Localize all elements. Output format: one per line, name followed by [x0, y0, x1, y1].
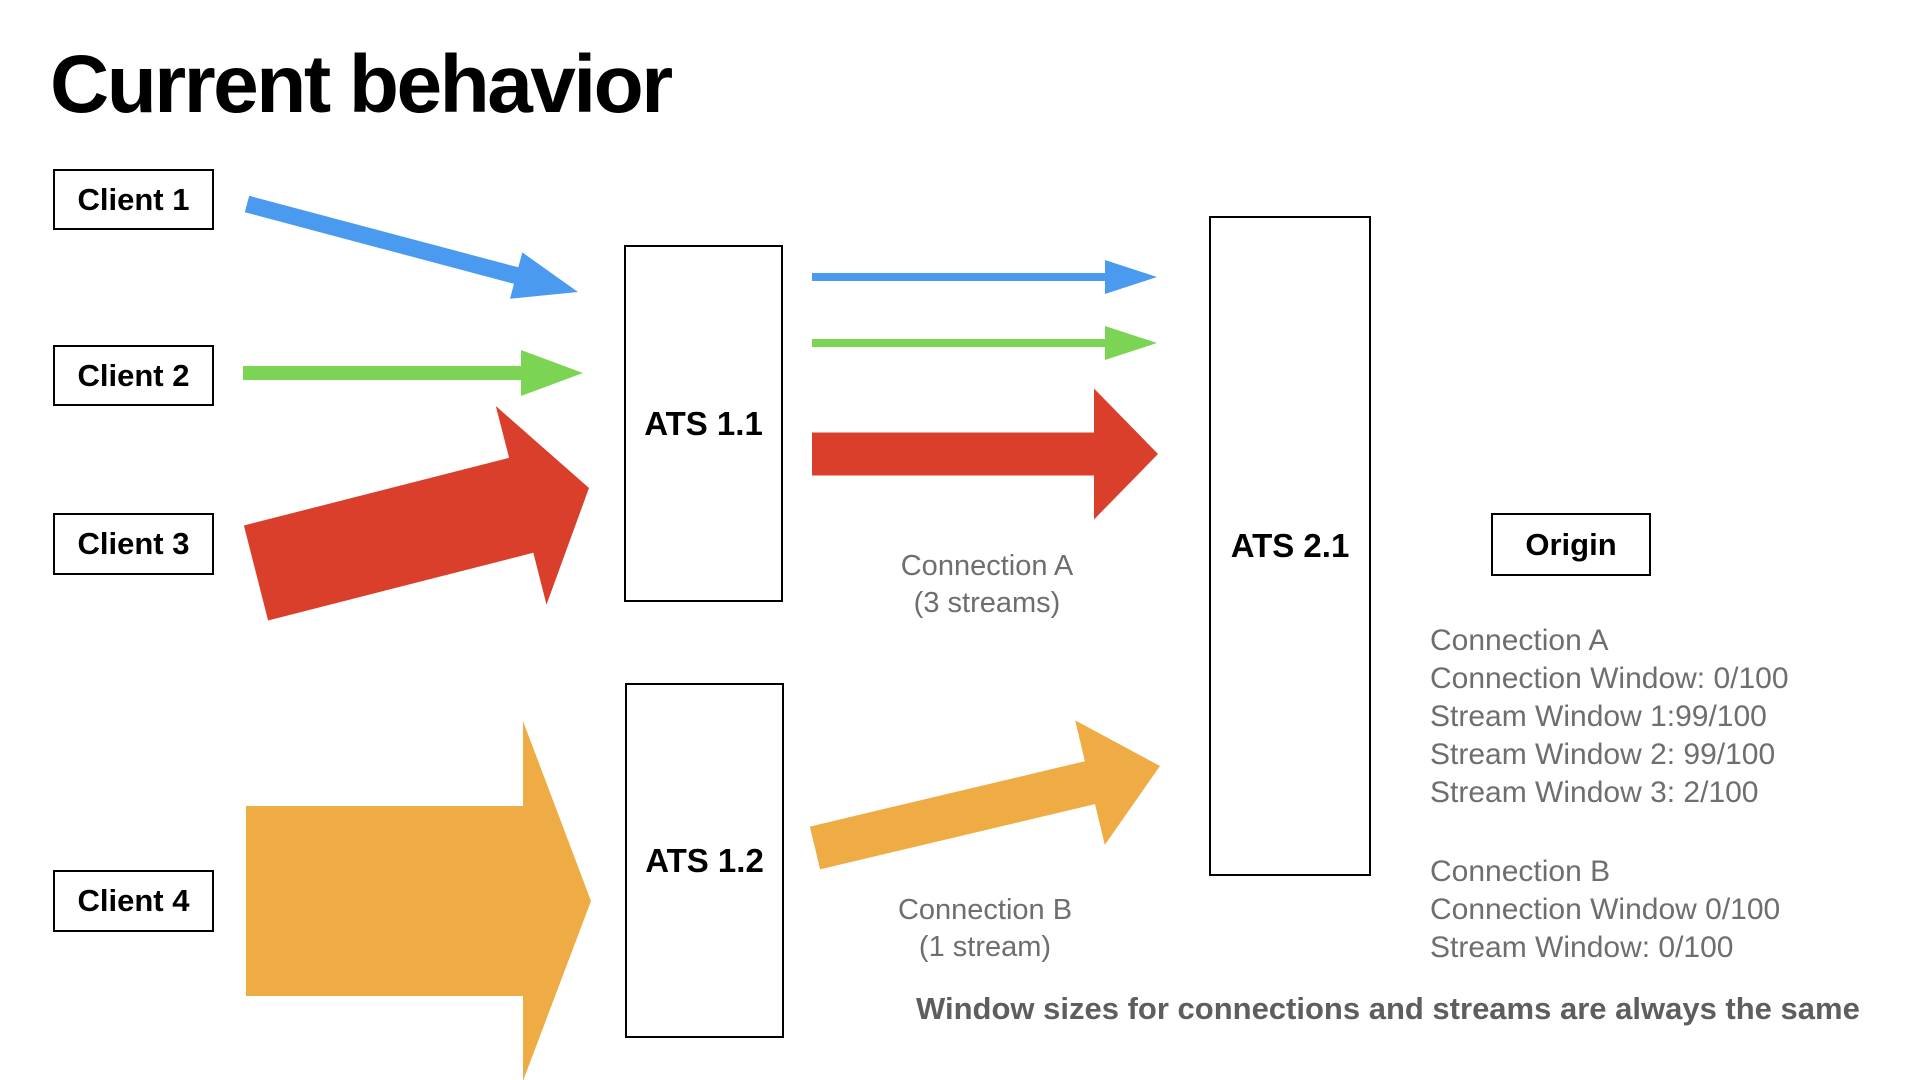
- node-ats-1-2: ATS 1.2: [625, 683, 784, 1038]
- connection-b-label-line2: (1 stream): [918, 931, 1052, 963]
- details-line: Stream Window: 0/100: [1430, 931, 1734, 964]
- node-client3: Client 3: [53, 513, 214, 575]
- node-client1-label: Client 1: [77, 181, 190, 217]
- details-line: Connection B: [1430, 855, 1611, 888]
- node-client2: Client 2: [53, 345, 214, 406]
- node-ats-2-1: ATS 2.1: [1209, 216, 1371, 876]
- connection-b-details: Connection B Connection Window 0/100 Str…: [1430, 853, 1780, 967]
- client2-to-ats11-arrow: [243, 350, 583, 396]
- node-client4-label: Client 4: [77, 883, 190, 918]
- node-ats-1-2-label: ATS 1.2: [645, 841, 764, 879]
- footer-note: Window sizes for connections and streams…: [916, 991, 1860, 1026]
- client1-to-ats11-arrow: [244, 195, 579, 299]
- details-line: Stream Window 3: 2/100: [1430, 776, 1759, 809]
- node-origin: Origin: [1491, 513, 1651, 576]
- ats11-to-ats21-stream2-arrow: [812, 326, 1157, 360]
- connection-a-label-line1: Connection A: [900, 550, 1074, 582]
- ats11-to-ats21-stream1-arrow: [812, 260, 1157, 294]
- details-line: Stream Window 2: 99/100: [1430, 738, 1776, 771]
- node-client2-label: Client 2: [77, 357, 190, 393]
- node-ats-1-1-label: ATS 1.1: [644, 404, 763, 442]
- node-client3-label: Client 3: [77, 526, 190, 561]
- node-ats-1-1: ATS 1.1: [624, 245, 783, 602]
- node-client1: Client 1: [53, 169, 214, 230]
- node-client4: Client 4: [53, 870, 214, 932]
- details-line: Connection Window: 0/100: [1430, 662, 1789, 695]
- ats11-to-ats21-connection-a-arrow: [812, 388, 1158, 520]
- connection-a-details: Connection A Connection Window: 0/100 St…: [1430, 622, 1789, 812]
- client3-to-ats11-arrow: [243, 406, 589, 621]
- details-line: Connection A: [1430, 624, 1609, 657]
- node-ats-2-1-label: ATS 2.1: [1230, 527, 1350, 564]
- details-line: Connection Window 0/100: [1430, 893, 1781, 926]
- details-line: Stream Window 1:99/100: [1430, 700, 1767, 733]
- connection-a-label-line2: (3 streams): [913, 587, 1061, 619]
- page-title: Current behavior: [50, 39, 673, 130]
- ats12-to-ats21-connection-b-arrow: [809, 720, 1160, 870]
- connection-b-label-line1: Connection B: [897, 894, 1073, 926]
- node-origin-label: Origin: [1525, 526, 1617, 562]
- connection-b-label: Connection B (1 stream): [898, 892, 1072, 966]
- client4-to-ats12-arrow: [246, 721, 591, 1080]
- connection-a-label: Connection A (3 streams): [901, 548, 1074, 622]
